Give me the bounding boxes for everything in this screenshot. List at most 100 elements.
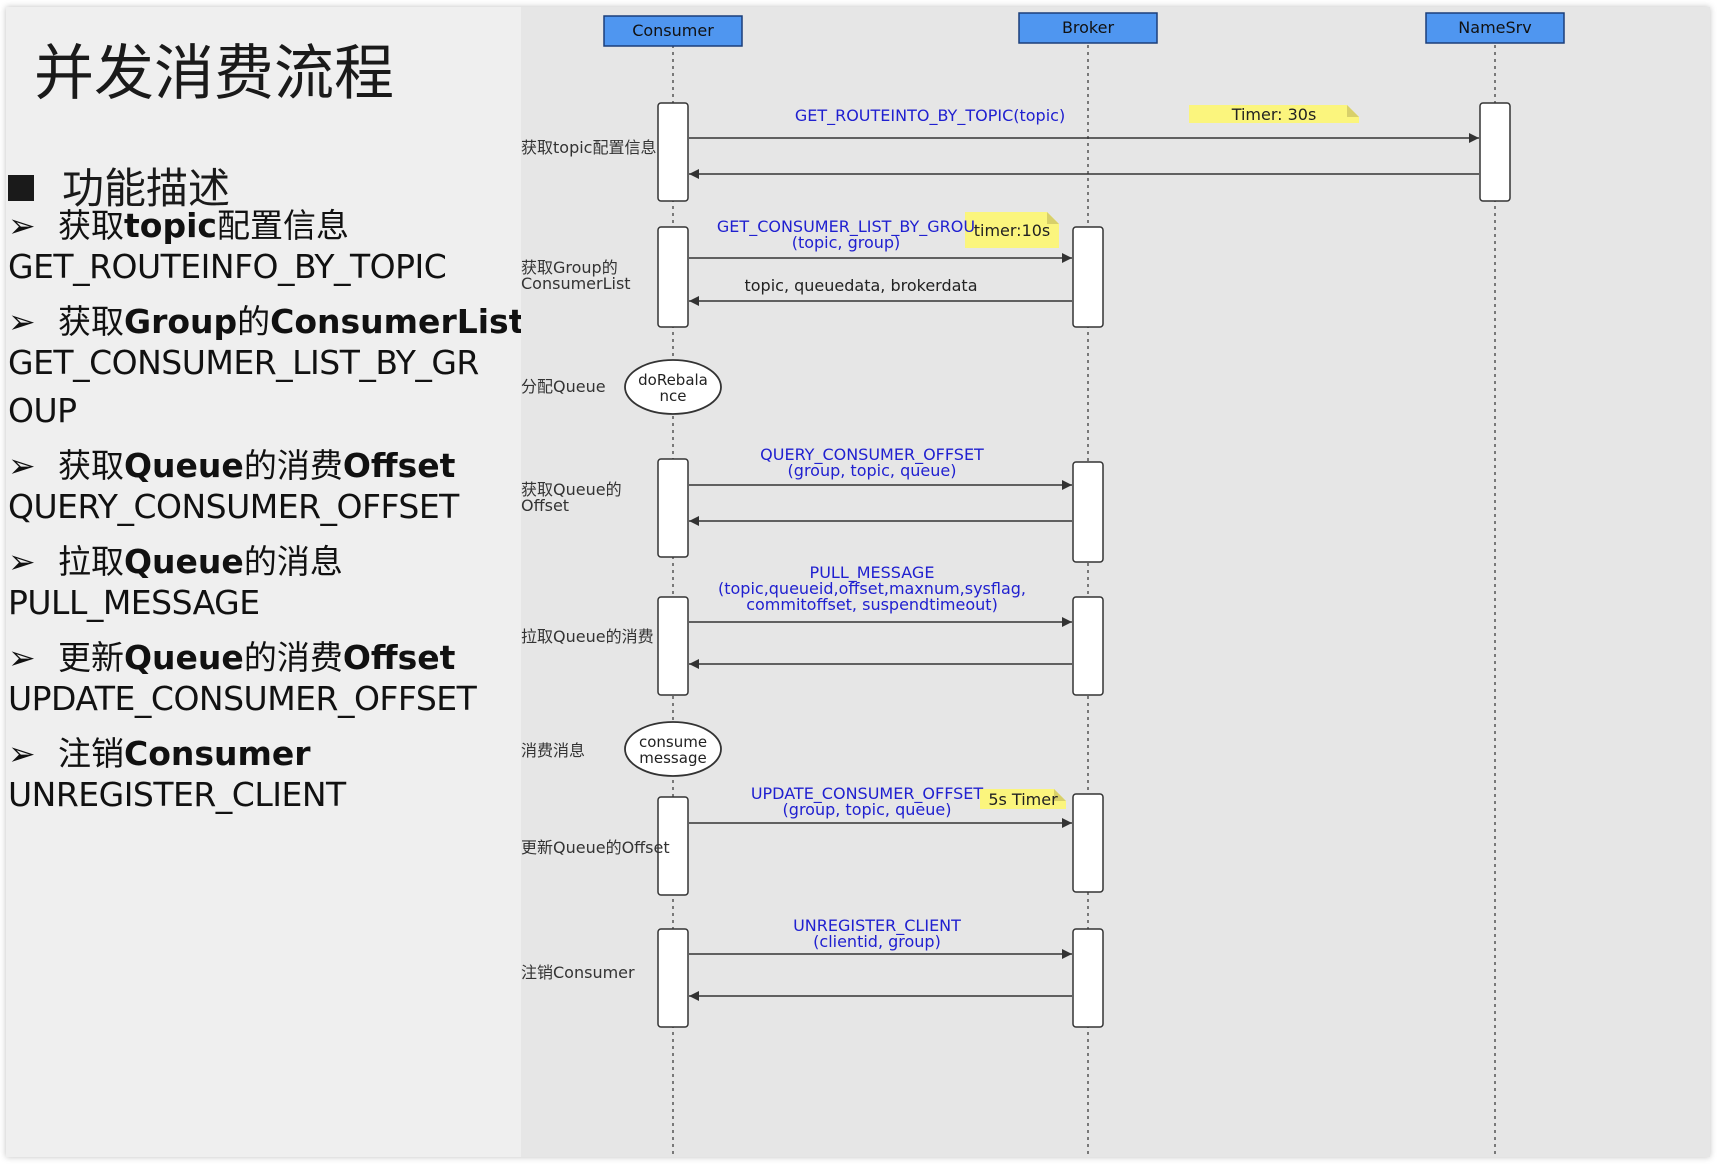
step-heading-part: 更新 — [58, 638, 124, 677]
activation-box — [657, 928, 689, 1028]
step-heading-part: ConsumerList — [270, 302, 525, 341]
message-label: QUERY_CONSUMER_OFFSET — [760, 445, 984, 465]
participant-label: NameSrv — [1458, 18, 1531, 37]
participant-label: Consumer — [632, 21, 714, 40]
timer-note — [1189, 105, 1359, 123]
participant-label: Broker — [1062, 18, 1115, 37]
section-heading: 功能描述 — [8, 155, 230, 216]
timer-note — [980, 789, 1066, 809]
timer-note-text: timer:10s — [974, 221, 1051, 240]
step-heading-part: 注销 — [58, 734, 124, 773]
square-bullet-icon — [8, 174, 34, 201]
activation-box — [1072, 596, 1104, 696]
step-heading-part: 拉取 — [58, 542, 124, 581]
section-title: 功能描述 — [62, 164, 231, 213]
message-label: (group, topic, queue) — [783, 800, 952, 819]
activation-box — [657, 796, 689, 896]
self-action-label: nce — [660, 387, 687, 405]
activation-box — [1072, 461, 1104, 563]
step-heading: ➢ 拉取Queue的消息 — [8, 535, 343, 583]
step-heading-part: 获取 — [58, 302, 124, 341]
participant-consumer — [603, 15, 743, 47]
message-label: UNREGISTER_CLIENT — [793, 916, 961, 936]
phase-label: 拉取Queue的消费 — [521, 627, 654, 646]
phase-label: 分配Queue — [521, 377, 606, 396]
step-heading-part: 获取 — [58, 446, 124, 485]
step-heading: ➢ 更新Queue的消费Offset — [8, 631, 455, 679]
step-heading: ➢ 注销Consumer — [8, 727, 311, 775]
step-heading: ➢ 获取topic配置信息 — [8, 199, 349, 247]
phase-label: Offset — [521, 496, 569, 515]
message-label: (clientid, group) — [813, 932, 941, 951]
step-heading-part: Group — [124, 302, 238, 341]
arrow-bullet-icon: ➢ — [8, 734, 36, 773]
arrow-bullet-icon: ➢ — [8, 638, 36, 677]
timer-note-text: Timer: 30s — [1231, 105, 1317, 124]
self-action-label: doRebala — [638, 371, 708, 389]
phase-label: 获取topic配置信息 — [521, 138, 656, 157]
step-heading-part: topic — [124, 206, 217, 245]
self-action-label: consume — [639, 733, 707, 751]
step-heading-part: 获取 — [58, 206, 124, 245]
message-label: (topic,queueid,offset,maxnum,sysflag, — [718, 579, 1026, 598]
phase-label: 获取Group的 — [521, 258, 618, 277]
self-action-label: message — [639, 749, 706, 767]
phase-label: 消费消息 — [521, 741, 585, 760]
phase-label: ConsumerList — [521, 274, 631, 293]
arrow-bullet-icon: ➢ — [8, 446, 36, 485]
step-heading: ➢ 获取Group的ConsumerList — [8, 295, 524, 343]
step-heading-part: 的消息 — [243, 542, 343, 581]
participant-broker — [1018, 12, 1158, 44]
activation-box — [1479, 102, 1511, 202]
note-fold — [1054, 789, 1066, 801]
phase-label: 更新Queue的Offset — [521, 838, 670, 857]
message-label: PULL_MESSAGE — [810, 563, 935, 583]
message-label: topic, queuedata, brokerdata — [744, 276, 977, 295]
request-code: OUP — [8, 391, 77, 430]
arrow-bullet-icon: ➢ — [8, 206, 36, 245]
step-heading-part: 的 — [237, 302, 271, 341]
timer-note — [965, 212, 1059, 248]
step-heading-part: Consumer — [124, 734, 311, 773]
request-code: UPDATE_CONSUMER_OFFSET — [8, 679, 477, 718]
step-heading-part: Queue — [124, 542, 244, 581]
step-heading-part: Offset — [342, 638, 456, 677]
request-code: UNREGISTER_CLIENT — [8, 775, 346, 814]
request-code: PULL_MESSAGE — [8, 583, 260, 622]
participant-namesrv — [1425, 12, 1565, 44]
message-label: GET_ROUTEINTO_BY_TOPIC(topic) — [795, 106, 1065, 126]
request-code: GET_CONSUMER_LIST_BY_GR — [8, 343, 479, 382]
message-label: commitoffset, suspendtimeout) — [746, 595, 998, 614]
timer-note-text: 5s Timer — [988, 790, 1058, 809]
step-heading-part: 的消费 — [243, 446, 343, 485]
note-fold — [1347, 105, 1359, 117]
activation-box — [1072, 928, 1104, 1028]
request-code: GET_ROUTEINFO_BY_TOPIC — [8, 247, 447, 286]
activation-box — [657, 102, 689, 202]
step-heading-part: Offset — [342, 446, 456, 485]
request-code: QUERY_CONSUMER_OFFSET — [8, 487, 459, 526]
step-heading: ➢ 获取Queue的消费Offset — [8, 439, 455, 487]
step-heading-part: 的消费 — [243, 638, 343, 677]
activation-box — [657, 458, 689, 558]
activation-box — [657, 226, 689, 328]
activation-box — [1072, 793, 1104, 893]
arrow-bullet-icon: ➢ — [8, 302, 36, 341]
message-label: UPDATE_CONSUMER_OFFSET — [751, 784, 984, 804]
step-heading-part: Queue — [124, 446, 244, 485]
step-heading-part: Queue — [124, 638, 244, 677]
activation-box — [657, 596, 689, 696]
self-action — [624, 359, 722, 415]
phase-label: 注销Consumer — [521, 963, 635, 982]
phase-label: 获取Queue的 — [521, 480, 622, 499]
page-title: 并发消费流程 — [34, 39, 394, 109]
activation-box — [1072, 226, 1104, 328]
message-label: (topic, group) — [792, 233, 901, 252]
step-heading-part: 配置信息 — [216, 206, 349, 245]
message-label: GET_CONSUMER_LIST_BY_GROU — [717, 217, 975, 237]
arrow-bullet-icon: ➢ — [8, 542, 36, 581]
